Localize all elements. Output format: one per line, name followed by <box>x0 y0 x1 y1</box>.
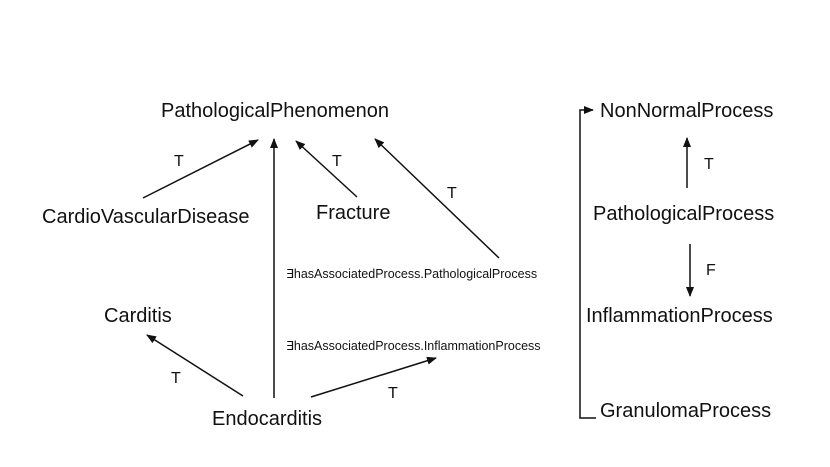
edge-label-cvd-pp: T <box>174 153 184 170</box>
node-pathological-phenomenon: PathologicalPhenomenon <box>161 100 389 122</box>
restriction-pathological-process: ∃hasAssociatedProcess.PathologicalProces… <box>286 267 537 281</box>
bracket-granuloma-to-nonnormal <box>579 106 596 419</box>
arrow-endo-to-restriction <box>310 356 437 398</box>
arrow-cvd-to-pp <box>142 139 259 199</box>
node-pathological-process: PathologicalProcess <box>593 203 774 225</box>
edge-label-pathproc-nonnormal: T <box>704 156 714 173</box>
node-endocarditis: Endocarditis <box>212 408 322 430</box>
edge-label-fracture-pp: T <box>332 153 342 170</box>
node-cardiovascular-disease: CardioVascularDisease <box>42 206 250 228</box>
node-carditis: Carditis <box>104 305 172 327</box>
node-inflammation-process: InflammationProcess <box>586 305 773 327</box>
edge-label-pathproc-inflammation: F <box>706 262 716 279</box>
node-granuloma-process: GranulomaProcess <box>600 400 771 422</box>
arrow-fracture-to-pp <box>295 140 358 198</box>
edge-label-endo-restriction: T <box>388 385 398 402</box>
edge-label-restriction-pp: T <box>447 185 457 202</box>
node-non-normal-process: NonNormalProcess <box>600 100 773 122</box>
edge-label-endo-carditis: T <box>171 370 181 387</box>
restriction-inflammation-process: ∃hasAssociatedProcess.InflammationProces… <box>286 339 541 353</box>
node-fracture: Fracture <box>316 202 390 224</box>
arrow-restriction-to-pp <box>374 138 500 259</box>
arrow-endo-to-carditis <box>146 334 244 397</box>
